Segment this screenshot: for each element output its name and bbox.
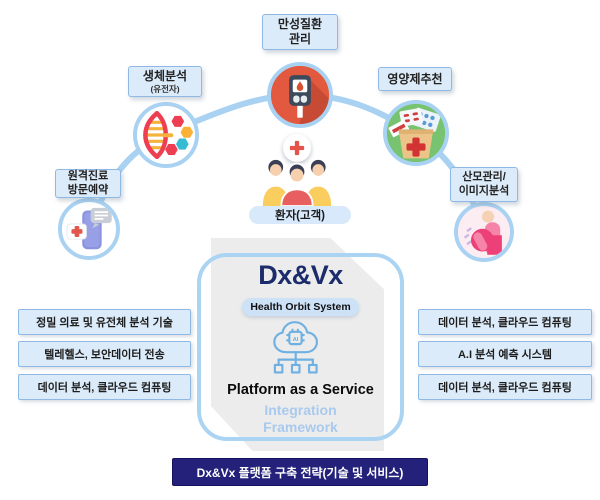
label-supplement: 영양제추천	[378, 67, 452, 91]
patient-label: 환자(고객)	[249, 206, 351, 224]
capability-text: 데이터 분석, 클라우드 컴퓨팅	[438, 382, 572, 394]
framework-line: Integration	[264, 402, 337, 418]
capability-box-left-2: 텔레헬스, 보안데이터 전송	[18, 341, 191, 367]
label-text: 원격진료	[67, 169, 109, 182]
supplements-bag-icon	[387, 104, 445, 162]
patients-group	[249, 158, 345, 207]
pregnant-woman-icon	[458, 206, 510, 258]
capability-text: 정밀 의료 및 유전체 분석 기술	[36, 317, 173, 329]
capability-text: A.I 분석 예측 시스템	[457, 349, 553, 361]
platform-as-service-text: Platform as a Service	[227, 382, 374, 398]
node-telemedicine	[58, 198, 120, 260]
capability-box-right-1: 데이터 분석, 클라우드 컴퓨팅	[418, 309, 592, 335]
health-orbit-badge: Health Orbit System	[242, 298, 359, 316]
red-cross-icon	[289, 140, 305, 156]
label-telemedicine: 원격진료 방문예약	[55, 169, 121, 198]
strategy-banner: Dx&Vx 플랫폼 구축 전략(기술 및 서비스)	[172, 458, 428, 486]
node-maternal-care	[454, 202, 514, 262]
patients-group-icon	[262, 159, 332, 207]
brand-title: Dx&Vx	[258, 260, 343, 290]
label-text: 산모관리/	[462, 170, 506, 183]
capability-box-right-2: A.I 분석 예측 시스템	[418, 341, 592, 367]
node-chronic-care	[267, 62, 333, 128]
medical-cross-badge	[283, 134, 311, 162]
cloud-network: AI	[270, 319, 330, 381]
label-text: 이미지분석	[458, 184, 510, 197]
label-bio-analysis: 생체분석 (유전자)	[128, 66, 202, 97]
capability-box-left-1: 정밀 의료 및 유전체 분석 기술	[18, 309, 191, 335]
capability-text: 데이터 분석, 클라우드 컴퓨팅	[37, 382, 172, 394]
node-supplement	[383, 100, 449, 166]
cloud-computing-icon: AI	[273, 321, 318, 374]
health-orbit-badge-text: Health Orbit System	[250, 301, 351, 313]
label-text: 만성질환	[277, 17, 323, 31]
phone-chat-icon	[62, 202, 116, 256]
patient-label-text: 환자(고객)	[275, 210, 325, 222]
platform-card-frame	[197, 253, 404, 441]
framework-line: Framework	[263, 419, 338, 435]
capability-box-left-3: 데이터 분석, 클라우드 컴퓨팅	[18, 374, 191, 400]
label-chronic-care: 만성질환 관리	[262, 14, 338, 50]
capability-box-right-3: 데이터 분석, 클라우드 컴퓨팅	[418, 374, 592, 400]
capability-text: 데이터 분석, 클라우드 컴퓨팅	[438, 317, 572, 329]
label-text: 관리	[288, 32, 312, 46]
svg-text:AI: AI	[293, 337, 299, 343]
glucose-meter-icon	[271, 66, 329, 124]
capability-text: 텔레헬스, 보안데이터 전송	[44, 349, 165, 361]
label-maternal-care: 산모관리/ 이미지분석	[450, 167, 518, 202]
label-text: (유전자)	[150, 83, 180, 94]
strategy-banner-text: Dx&Vx 플랫폼 구축 전략(기술 및 서비스)	[196, 465, 404, 480]
label-text: 영양제추천	[387, 71, 443, 86]
integration-framework-text: Integration Framework	[197, 402, 404, 436]
label-text: 방문예약	[67, 183, 109, 196]
dna-icon	[137, 106, 195, 164]
label-text: 생체분석	[142, 68, 188, 83]
node-bio-analysis	[133, 102, 199, 168]
